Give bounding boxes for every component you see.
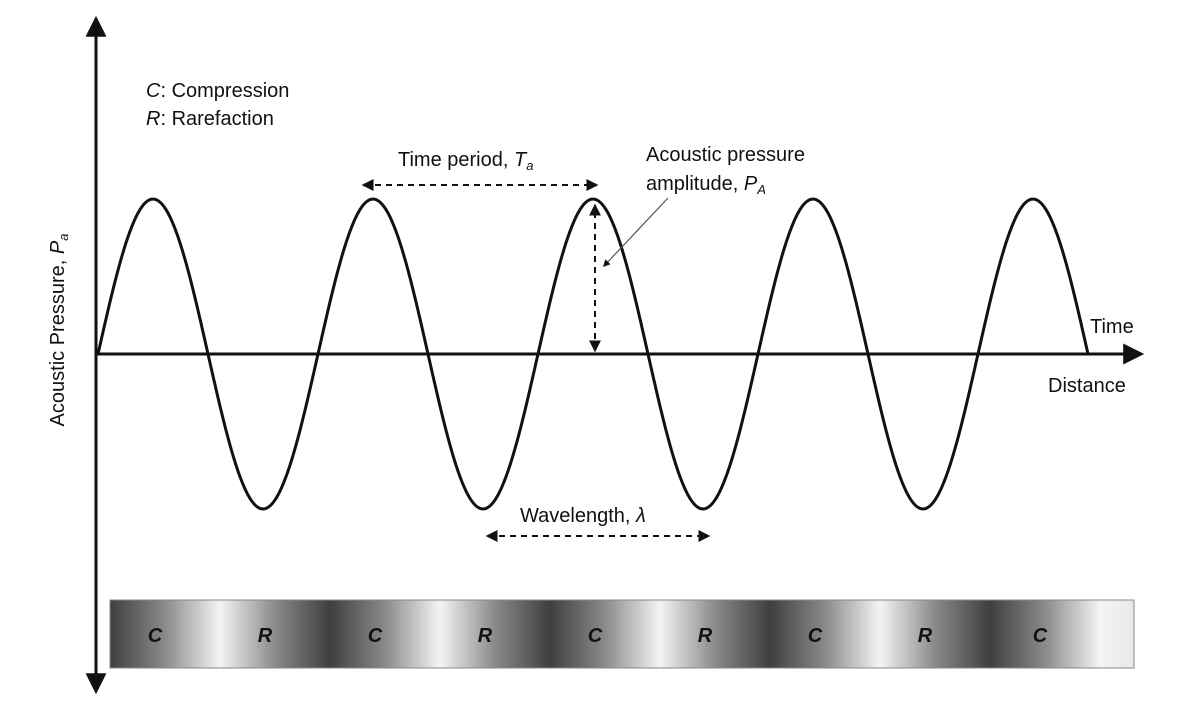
- wavelength-text: Wavelength,: [520, 505, 636, 527]
- band-label-rarefaction: R: [698, 625, 713, 647]
- y-axis-label: Acoustic Pressure, Pa: [47, 234, 71, 427]
- pressure-wave: [96, 197, 1090, 511]
- legend-c-letter: C: [146, 80, 161, 102]
- legend-compression: C: Compression: [146, 80, 289, 102]
- compression-rarefaction-band: [109, 599, 1135, 669]
- wavelength-label: Wavelength, λ: [520, 505, 646, 527]
- x-axis-distance-label: Distance: [1048, 375, 1126, 397]
- x-axis-time-label: Time: [1090, 316, 1134, 338]
- legend-r-text: : Rarefaction: [160, 108, 273, 130]
- time-period-symbol: T: [514, 149, 528, 171]
- band-label-rarefaction: R: [478, 625, 493, 647]
- time-period-subscript: a: [526, 158, 533, 173]
- band-label-rarefaction: R: [918, 625, 933, 647]
- y-axis-label-text: Acoustic Pressure,: [47, 254, 69, 426]
- amplitude-text: amplitude,: [646, 173, 744, 195]
- amplitude-symbol: P: [744, 173, 758, 195]
- amplitude-pointer: [603, 197, 669, 268]
- band-label-compression: C: [368, 625, 383, 647]
- time-period-label: Time period, Ta: [398, 149, 533, 173]
- y-axis-symbol: P: [47, 240, 69, 254]
- band-label-compression: C: [148, 625, 163, 647]
- amplitude-label-line1: Acoustic pressure: [646, 144, 805, 166]
- band-label-compression: C: [1033, 625, 1048, 647]
- time-period-text: Time period,: [398, 149, 514, 171]
- band-label-compression: C: [808, 625, 823, 647]
- legend-c-text: : Compression: [160, 80, 289, 102]
- amplitude-label-line2: amplitude, PA: [646, 173, 766, 197]
- legend-r-letter: R: [146, 108, 160, 130]
- wavelength-symbol: λ: [635, 505, 646, 527]
- band-label-compression: C: [588, 625, 603, 647]
- amplitude-subscript: A: [756, 182, 766, 197]
- band-label-rarefaction: R: [258, 625, 273, 647]
- y-axis-subscript: a: [56, 234, 71, 241]
- legend-rarefaction: R: Rarefaction: [146, 108, 274, 130]
